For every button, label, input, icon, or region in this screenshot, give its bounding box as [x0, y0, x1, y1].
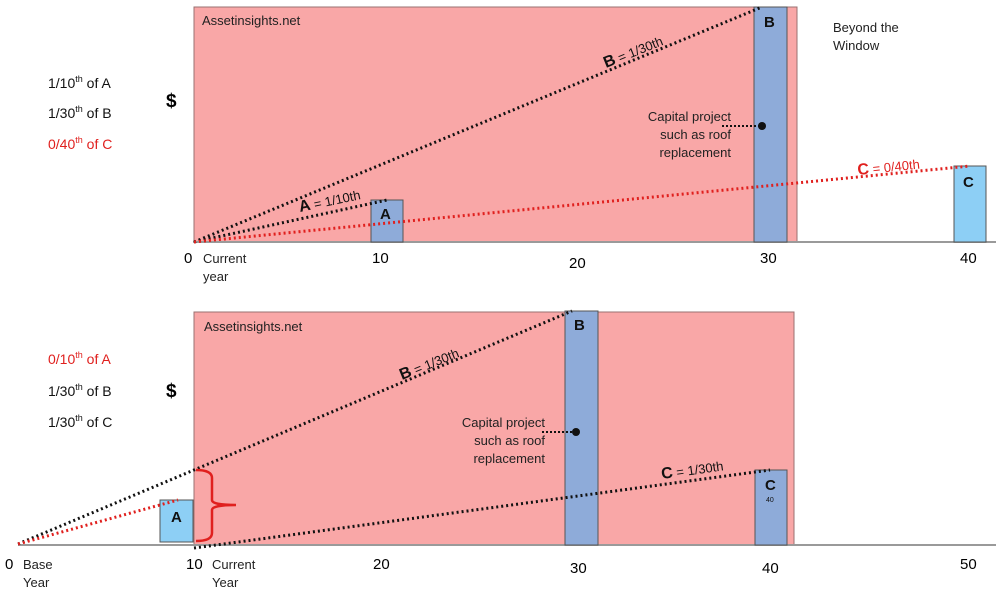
bottom-line-c [193, 468, 771, 550]
bottom-red-brace [195, 468, 237, 543]
bottom-box-a [159, 499, 194, 543]
bottom-brand: Assetinsights.net [204, 319, 303, 334]
top-box-c [953, 165, 987, 243]
top-fraction-1: 1/10th of A [48, 74, 111, 91]
bottom-tick-0: 0 [5, 556, 13, 573]
bottom-fraction-2: 1/30th of B [48, 382, 112, 399]
top-dollar-sign: $ [166, 91, 177, 112]
bottom-line-a [17, 498, 179, 546]
top-panel: Assetinsights.net B A C B = 1/30th A = 1… [48, 5, 996, 284]
bottom-capital-dot [572, 428, 580, 436]
top-box-c-label: C [963, 174, 974, 191]
top-brand: Assetinsights.net [202, 13, 301, 28]
bottom-base-line-2: Year [23, 575, 50, 590]
bottom-current-line-2: Year [212, 575, 239, 590]
bottom-capital-line-1: Capital project [462, 415, 545, 430]
top-tick-40: 40 [960, 250, 977, 267]
bottom-box-c-sublabel: 40 [766, 497, 774, 504]
bottom-capital-line-2: such as roof [474, 433, 545, 448]
top-fraction-3: 0/40th of C [48, 135, 112, 152]
bottom-box-c [754, 469, 788, 546]
bottom-fraction-1: 0/10th of A [48, 350, 111, 367]
top-current-line-1: Current [203, 251, 247, 266]
bottom-tick-10: 10 [186, 556, 203, 573]
bottom-tick-50: 50 [960, 556, 977, 573]
top-box-a-label: A [380, 206, 391, 223]
top-capital-line-3: replacement [659, 145, 731, 160]
bottom-tick-20: 20 [373, 556, 390, 573]
top-box-b-label: B [764, 14, 775, 31]
top-current-line-2: year [203, 269, 229, 284]
bottom-base-line-1: Base [23, 557, 53, 572]
bottom-box-b-label: B [574, 317, 585, 334]
top-tick-30: 30 [760, 250, 777, 267]
bottom-box-c-label: C [765, 477, 776, 494]
top-tick-10: 10 [372, 250, 389, 267]
bottom-line-c-label: C = 1/30th [660, 457, 724, 483]
bottom-panel: Assetinsights.net B C 40 A B = 1/30th C … [5, 309, 996, 590]
bottom-tick-30: 30 [570, 560, 587, 577]
top-box-b [753, 6, 788, 243]
top-capital-line-1: Capital project [648, 109, 731, 124]
bottom-capital-line-3: replacement [473, 451, 545, 466]
bottom-dollar-sign: $ [166, 381, 177, 402]
bottom-current-line-1: Current [212, 557, 256, 572]
bottom-box-a-label: A [171, 509, 182, 526]
top-fraction-2: 1/30th of B [48, 104, 112, 121]
bottom-box-b [564, 310, 599, 546]
bottom-tick-40: 40 [762, 560, 779, 577]
top-capital-line-2: such as roof [660, 127, 731, 142]
top-beyond-line-1: Beyond the [833, 20, 899, 35]
bottom-line-b [17, 309, 573, 546]
top-line-c-label: C = 0/40th [857, 156, 921, 179]
bottom-fraction-3: 1/30th of C [48, 413, 112, 430]
top-tick-0: 0 [184, 250, 192, 267]
top-tick-20: 20 [569, 255, 586, 272]
bottom-window-area [193, 311, 795, 546]
top-box-a [370, 199, 404, 243]
top-beyond-line-2: Window [833, 38, 880, 53]
top-window-area [193, 6, 798, 243]
top-capital-dot [758, 122, 766, 130]
